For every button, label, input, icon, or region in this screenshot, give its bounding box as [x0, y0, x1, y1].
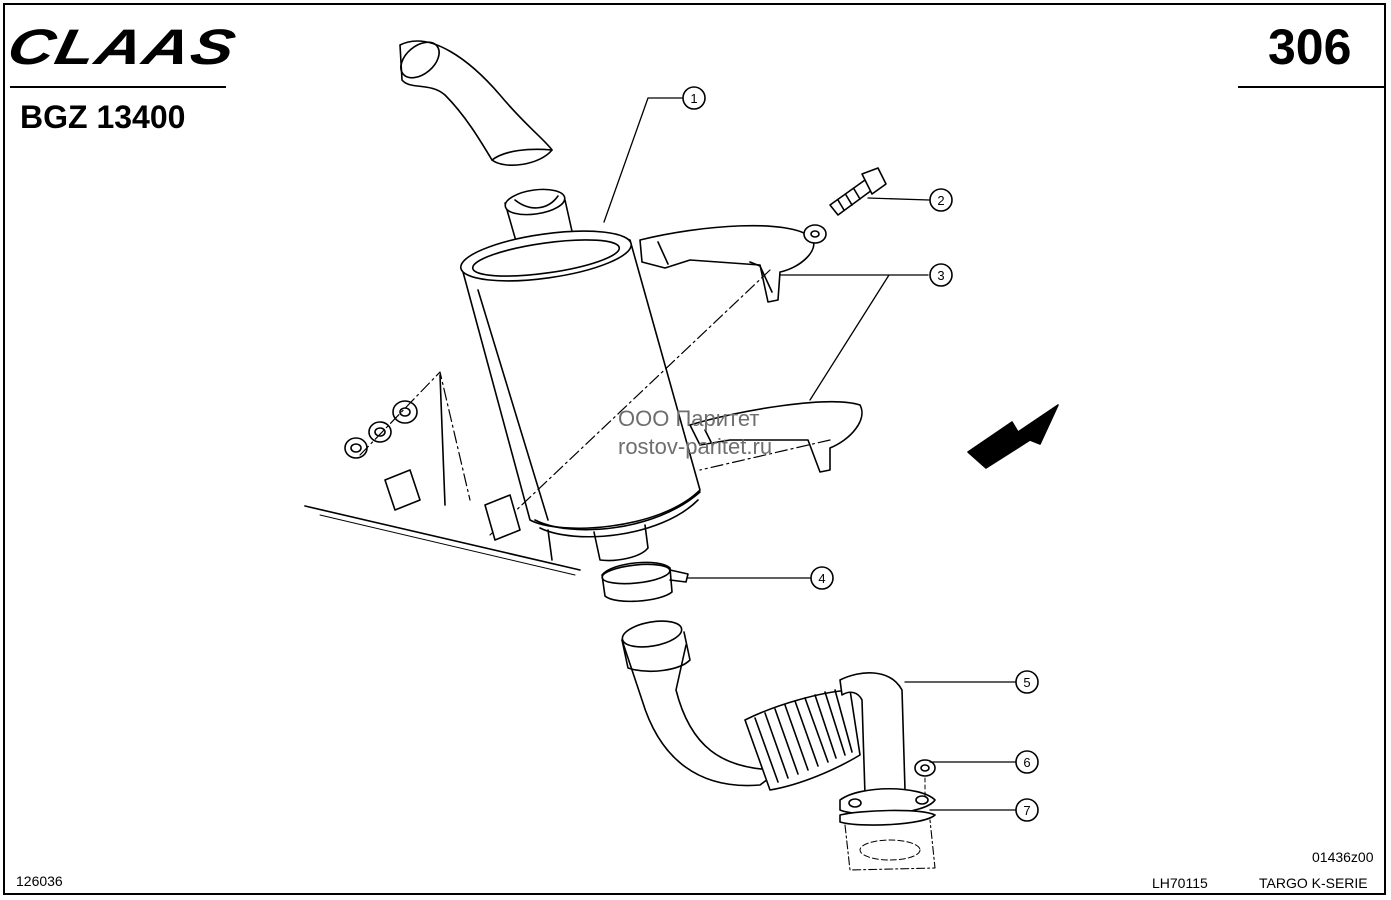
callout-5: 5 [1015, 670, 1039, 694]
callout-4-label: 4 [818, 571, 825, 586]
watermark-line-2: rostov-paritet.ru [618, 433, 773, 459]
callout-2-label: 2 [937, 193, 944, 208]
callout-7-label: 7 [1023, 803, 1030, 818]
page-frame [3, 3, 1386, 895]
exhaust-flange [839, 788, 936, 871]
header-rule-left [10, 86, 226, 88]
mounting-frame [304, 374, 581, 576]
lower-flex-pipe [621, 620, 906, 796]
washer-hole [810, 230, 820, 238]
callout-1: 1 [682, 86, 706, 110]
series-name: TARGO K-SERIE [1259, 875, 1368, 891]
leader-lines [603, 97, 1016, 811]
bolt [829, 167, 887, 216]
callout-3: 3 [929, 263, 953, 287]
doc-code: LH70115 [1152, 875, 1208, 891]
callout-4: 4 [810, 566, 834, 590]
callout-3-label: 3 [937, 268, 944, 283]
callout-1-label: 1 [690, 91, 697, 106]
lower-strap-clamp [689, 400, 863, 473]
callout-6: 6 [1015, 750, 1039, 774]
callout-6-label: 6 [1023, 755, 1030, 770]
drawing-ref: 01436z00 [1312, 849, 1374, 865]
page-number: 306 [1268, 19, 1352, 75]
left-nuts-washer [344, 400, 418, 459]
watermark: ООО Паритет rostov-paritet.ru [618, 405, 772, 460]
muffler-body [459, 230, 701, 562]
callout-7: 7 [1015, 798, 1039, 822]
callout-5-label: 5 [1023, 675, 1030, 690]
watermark-line-1: ООО Паритет [618, 406, 760, 431]
hose-clamp [601, 561, 689, 603]
washer [803, 224, 827, 244]
upper-elbow-pipe [399, 40, 553, 166]
group-code: BGZ 13400 [20, 99, 186, 135]
image-id: 126036 [16, 873, 63, 889]
header-rule-right [1238, 86, 1384, 88]
direction-arrow [967, 404, 1059, 469]
flange-nut [914, 759, 936, 799]
alignment-lines [359, 269, 831, 536]
callout-2: 2 [929, 188, 953, 212]
upper-strap-clamp [639, 224, 815, 303]
